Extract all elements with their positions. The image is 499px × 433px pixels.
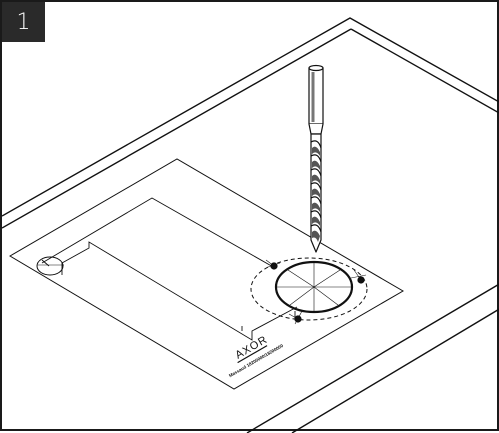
drilling-template: AXOR Massaud 18200000/18200000 (9, 158, 404, 390)
step-number-badge: 1 (2, 2, 45, 42)
faucet-hole-marking-icon (250, 257, 368, 325)
drill-bit-icon (308, 64, 324, 253)
reference-circle-icon (36, 256, 64, 276)
countertop (2, 17, 499, 433)
